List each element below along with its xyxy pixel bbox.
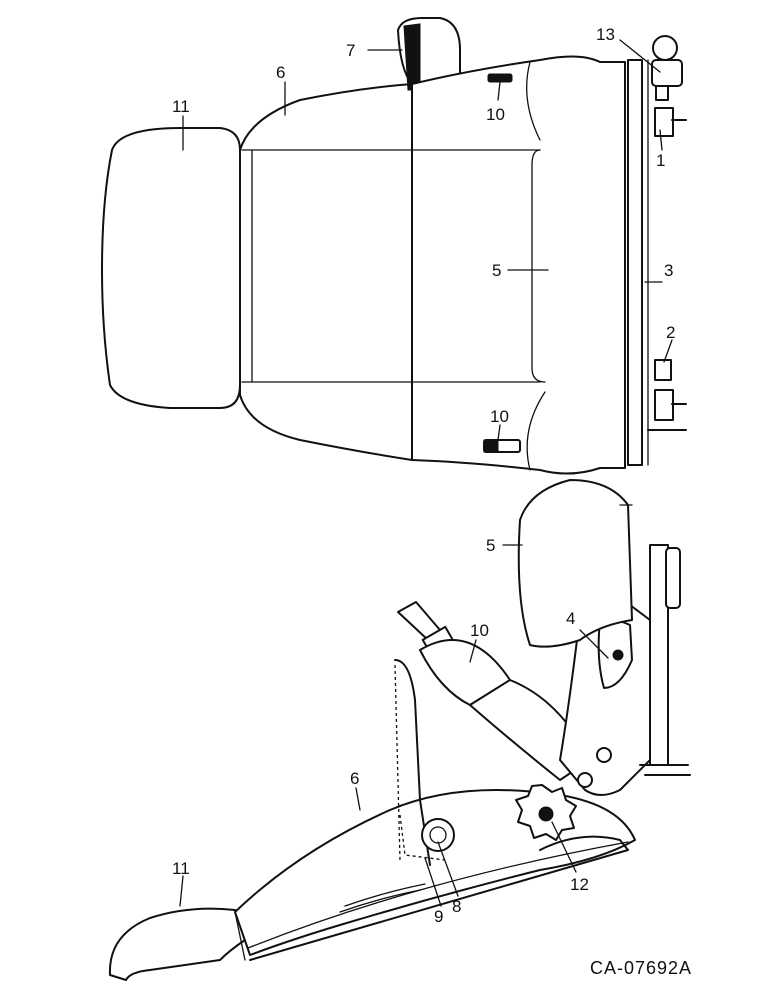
callout-11-top: 11 <box>172 97 190 116</box>
callout-6-side: 6 <box>350 769 359 788</box>
headrest-top-view <box>101 127 241 409</box>
callout-5-top: 5 <box>492 261 501 280</box>
callout-8: 8 <box>452 897 461 916</box>
callout-6-top: 6 <box>276 63 285 82</box>
callout-7: 7 <box>346 41 355 60</box>
recline-frame <box>394 659 431 866</box>
callout-1: 1 <box>656 151 665 170</box>
backrest-top-view <box>239 83 413 461</box>
callout-9: 9 <box>434 907 443 926</box>
seat-cushion-side-view <box>517 479 633 648</box>
callout-3: 3 <box>664 261 673 280</box>
leader-lines <box>179 39 673 907</box>
adjust-handwheel <box>515 784 577 841</box>
callout-10-side: 10 <box>470 621 489 640</box>
callout-2: 2 <box>666 323 675 342</box>
callout-labels: 7 6 11 10 13 1 5 3 2 10 5 4 10 6 11 12 8… <box>172 25 675 926</box>
callout-5-side: 5 <box>486 536 495 555</box>
top-view-seat <box>101 17 687 475</box>
belt-buckle-top <box>487 73 513 83</box>
callout-12: 12 <box>570 875 589 894</box>
slide-rail <box>627 59 643 466</box>
callout-10-top-a: 10 <box>486 105 505 124</box>
callout-13: 13 <box>596 25 615 44</box>
callout-10-top-b: 10 <box>490 407 509 426</box>
callout-4: 4 <box>566 609 575 628</box>
callout-11-side: 11 <box>172 859 190 878</box>
recline-knob <box>421 818 455 852</box>
side-view-seat <box>108 479 691 981</box>
drawing-code: CA-07692A <box>590 958 692 978</box>
headrest-side-view <box>108 907 246 981</box>
slide-rail-side <box>639 544 691 776</box>
adjuster-hardware-top <box>647 35 687 431</box>
seat-cushion-top-view <box>411 55 626 475</box>
